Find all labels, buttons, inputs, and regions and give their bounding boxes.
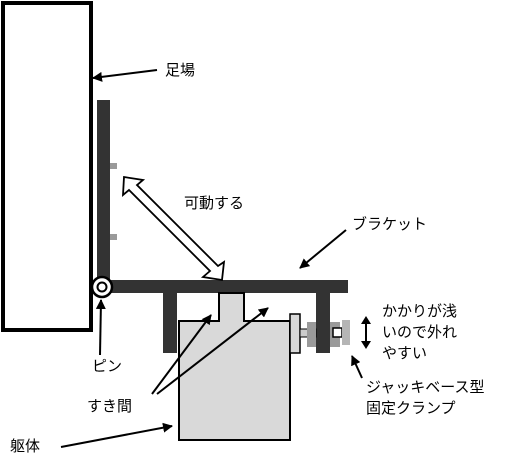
pin-leader-arrow — [95, 299, 106, 356]
scaffold-label: 足場 — [165, 61, 196, 79]
gap-leader-arrow-right — [156, 307, 269, 395]
movable-arrow-icon — [121, 175, 226, 282]
clamp-plate — [289, 313, 301, 354]
pin-inner — [96, 281, 108, 293]
bracket-arm — [108, 280, 348, 293]
hook-shallow-line2: いので外れ — [382, 323, 458, 341]
bracket-label: ブラケット — [352, 215, 428, 233]
jack-clamp-line1: ジャッキベース型 — [366, 378, 485, 396]
gap-leader-arrow-left — [151, 314, 212, 395]
jack-clamp-line2: 固定クランプ — [366, 399, 456, 417]
hook-shallow-line3: やすい — [382, 344, 428, 362]
body-label: 躯体 — [10, 437, 41, 455]
movable-label: 可動する — [184, 194, 245, 212]
scaffold-leader-arrow — [92, 69, 158, 82]
jack-leader-arrow — [351, 355, 363, 379]
pin-label: ピン — [92, 357, 123, 375]
clamp-gray-tip — [342, 320, 350, 345]
bracket-leg-right — [316, 293, 330, 353]
hook-shallow-line1: かかりが浅 — [382, 302, 458, 320]
clamp-end — [332, 327, 343, 338]
bracket-leg-left — [163, 293, 177, 353]
hook-arrow-icon — [361, 316, 371, 349]
bracket-post — [97, 100, 110, 282]
clamp-nut — [307, 322, 316, 347]
building-body — [178, 292, 291, 441]
post-joint-upper — [110, 163, 117, 169]
post-joint-lower — [110, 234, 117, 240]
gap-label: すき間 — [87, 397, 133, 415]
body-leader-arrow — [60, 422, 173, 448]
bracket-leader-arrow — [299, 229, 347, 269]
scaffold-frame — [1, 1, 93, 332]
